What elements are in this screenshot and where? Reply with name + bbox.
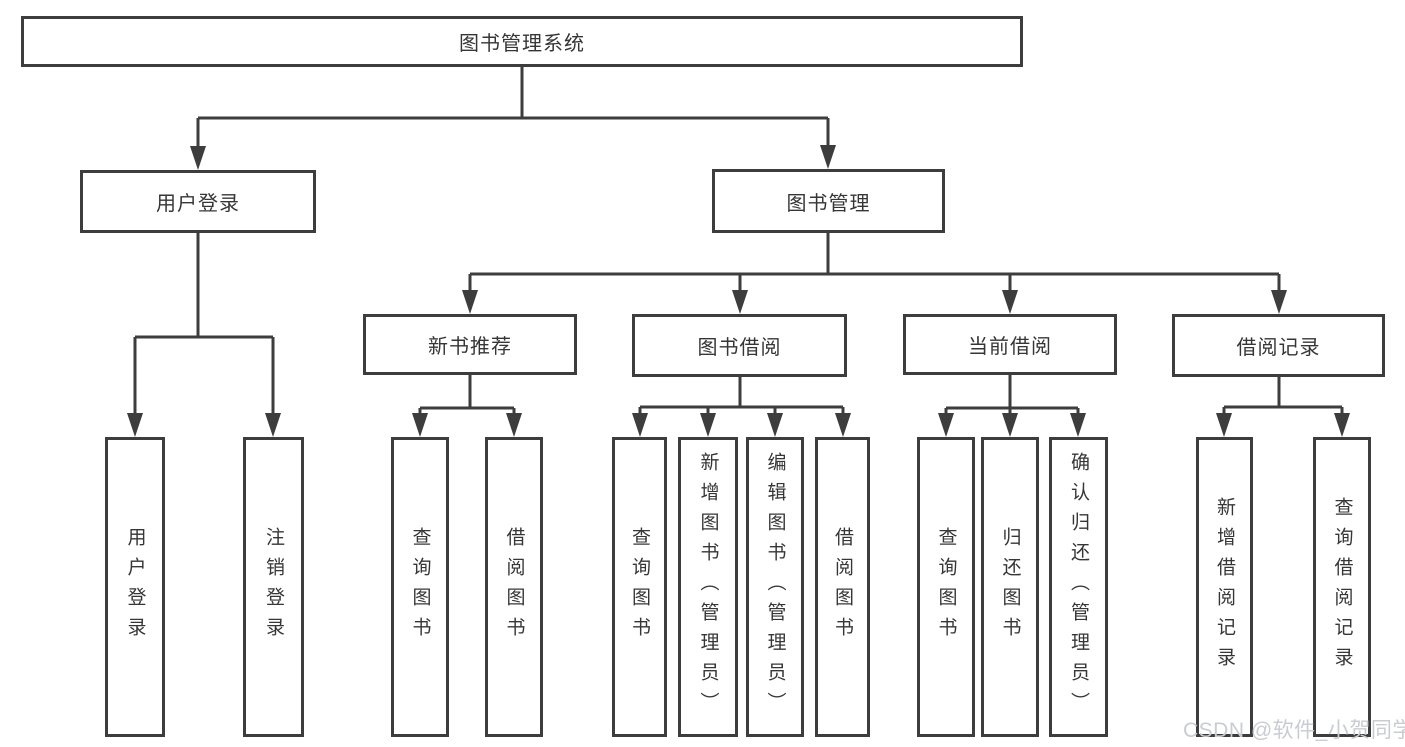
connector-line (638, 377, 845, 416)
leaf-current-confirm-return-admin: 确认归还（管理员） (1049, 437, 1108, 737)
connector-line (196, 67, 830, 150)
arrowhead-down-icon (265, 413, 281, 437)
connector-root-to-level2 (190, 67, 836, 170)
leaf-logout: 注销登录 (243, 437, 304, 737)
arrowhead-down-icon (835, 413, 851, 437)
arrowhead-down-icon (127, 413, 143, 437)
node-book-management: 图书管理 (712, 169, 945, 233)
leaf-records-add-record: 新增借阅记录 (1196, 437, 1253, 737)
arrowhead-down-icon (700, 413, 716, 437)
leaf-newbooks-borrow-books: 借阅图书 (485, 437, 543, 737)
connector-line (1222, 377, 1344, 416)
leaf-newbooks-query-books: 查询图书 (391, 437, 449, 737)
leaf-borrow-add-books-admin: 新增图书（管理员） (678, 437, 738, 737)
connector-new-books-to-leaves (412, 375, 522, 437)
connector-user-login-to-leaves (127, 233, 281, 437)
node-borrow-records: 借阅记录 (1172, 314, 1385, 377)
arrowhead-down-icon (1002, 290, 1018, 314)
connector-line (944, 375, 1080, 416)
arrowhead-down-icon (412, 413, 428, 437)
node-root-system: 图书管理系统 (21, 16, 1023, 67)
connector-borrow-records-to-leaves (1216, 377, 1350, 437)
arrowhead-down-icon (1334, 413, 1350, 437)
node-current-borrow: 当前借阅 (903, 314, 1117, 375)
arrowhead-down-icon (462, 290, 478, 314)
leaf-current-return-books: 归还图书 (981, 437, 1039, 737)
arrowhead-down-icon (632, 413, 648, 437)
node-new-book-recommend: 新书推荐 (363, 314, 577, 375)
arrowhead-down-icon (1216, 413, 1232, 437)
arrowhead-down-icon (190, 146, 206, 170)
connector-line (468, 233, 1281, 293)
leaf-borrow-borrow-books: 借阅图书 (815, 437, 870, 737)
connector-book-borrow-to-leaves (632, 377, 851, 437)
leaf-current-query-books: 查询图书 (917, 437, 975, 737)
arrowhead-down-icon (1002, 413, 1018, 437)
node-book-borrow: 图书借阅 (632, 314, 847, 377)
arrowhead-down-icon (506, 413, 522, 437)
arrowhead-down-icon (820, 145, 836, 169)
connector-line (133, 233, 275, 418)
arrowhead-down-icon (767, 413, 783, 437)
arrowhead-down-icon (1070, 413, 1086, 437)
arrowhead-down-icon (1271, 290, 1287, 314)
leaf-user-login: 用户登录 (105, 437, 165, 737)
leaf-borrow-edit-books-admin: 编辑图书（管理员） (746, 437, 804, 737)
leaf-borrow-query-books: 查询图书 (612, 437, 667, 737)
connector-book-mgmt-to-level3 (462, 233, 1287, 314)
arrowhead-down-icon (938, 413, 954, 437)
node-user-login: 用户登录 (80, 170, 316, 233)
arrowhead-down-icon (732, 290, 748, 314)
leaf-records-query-record: 查询借阅记录 (1313, 437, 1371, 737)
connector-current-borrow-to-leaves (938, 375, 1086, 437)
connector-line (418, 375, 516, 416)
watermark: CSDN @软件_小贺同学 (1183, 719, 1405, 742)
